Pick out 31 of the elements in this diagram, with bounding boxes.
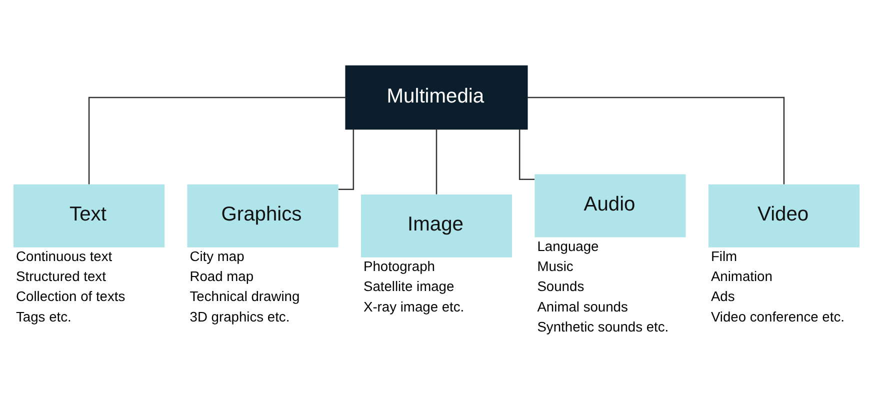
node-label: Road map [190, 268, 254, 284]
node-box: Text [14, 184, 165, 247]
connector [338, 128, 354, 190]
node-label: Photograph [363, 257, 435, 274]
connector [436, 128, 438, 194]
node-label: Video conference etc. [710, 308, 844, 324]
node-label: Structured text [16, 268, 106, 284]
node-label: X-ray image etc. [363, 298, 464, 314]
node-label: Animal sounds [537, 298, 628, 314]
node-label: Continuous text [16, 247, 112, 264]
node-label: Tags etc. [16, 308, 72, 324]
node-box: Video [708, 184, 860, 247]
node-label: Sounds [537, 278, 584, 294]
node-label: Ads [710, 288, 735, 304]
node-label: Synthetic sounds etc. [537, 318, 669, 334]
node-label: Technical drawing [190, 288, 300, 304]
connector [88, 96, 346, 184]
node-label: City map [190, 247, 244, 264]
node-label: Satellite image [363, 278, 454, 294]
node-box: Audio [534, 174, 686, 237]
node-box: Graphics [187, 184, 338, 247]
node-label: Music [537, 257, 574, 274]
node-label: Language [537, 237, 599, 254]
connector [518, 128, 535, 180]
node-label: Collection of texts [16, 288, 126, 304]
node-label: Animation [710, 268, 772, 284]
node-box: Multimedia [345, 64, 528, 130]
node-label: 3D graphics etc. [190, 308, 290, 324]
connector [527, 96, 785, 184]
node-label: Film [710, 247, 738, 264]
node-box: Image [360, 194, 512, 257]
